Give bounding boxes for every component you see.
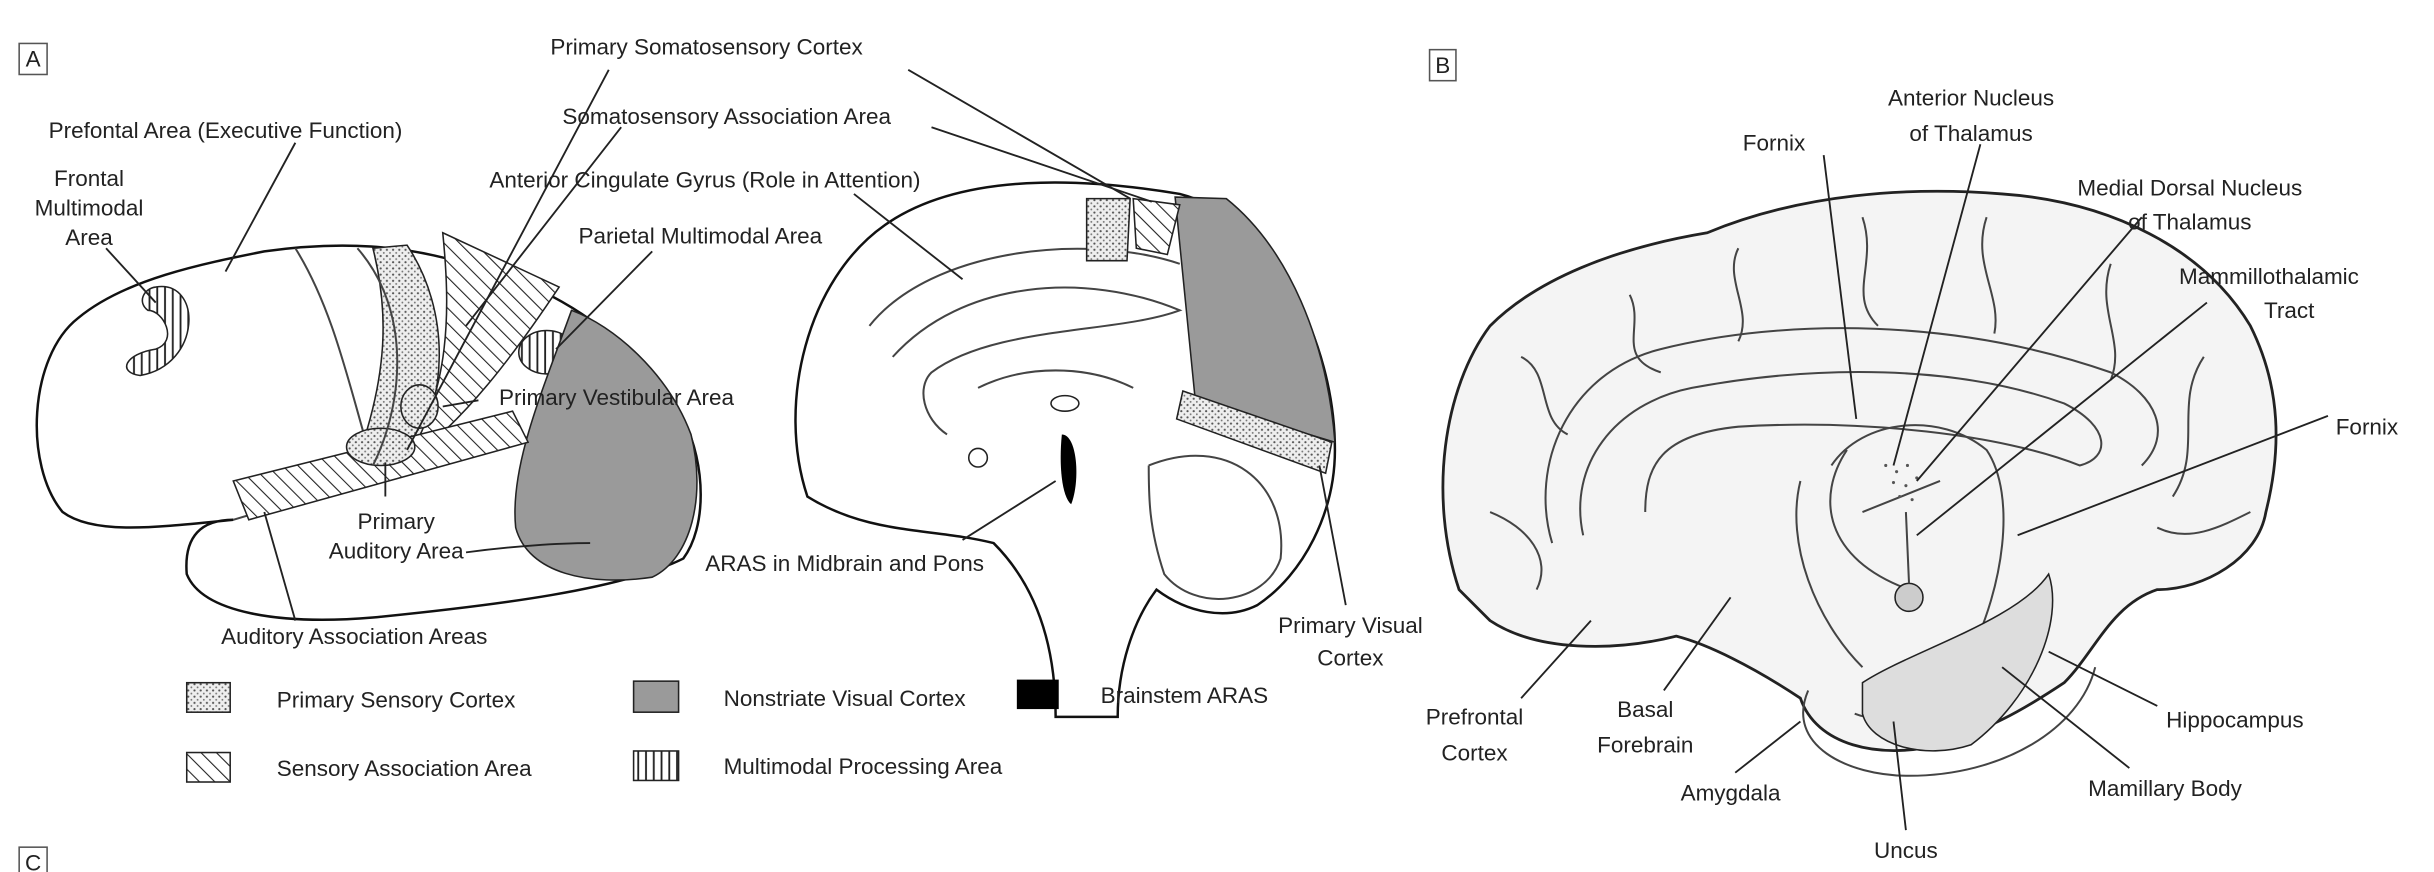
panel-b-leader-lines (1520, 144, 2329, 831)
legend-item-brainstem-aras: Brainstem ARAS (1016, 679, 1268, 710)
label-aras: ARAS in Midbrain and Pons (705, 551, 984, 576)
svg-text:B: B (1435, 53, 1450, 78)
panel-c-label: C (18, 846, 48, 872)
panel-b-label: B (1428, 48, 1457, 82)
svg-text:Nonstriate Visual Cortex: Nonstriate Visual Cortex (724, 686, 966, 711)
svg-text:Primary Sensory Cortex: Primary Sensory Cortex (277, 688, 516, 713)
label-mammillothalamic-1: Mammillothalamic (2179, 264, 2359, 289)
label-somatosensory-association-area: Somatosensory Association Area (562, 104, 891, 129)
legend-item-multimodal-processing: Multimodal Processing Area (632, 750, 1003, 782)
svg-text:Brainstem ARAS: Brainstem ARAS (1101, 683, 1268, 708)
label-primary-auditory-2: Auditory Area (329, 539, 464, 564)
label-fornix-top: Fornix (1743, 131, 1805, 156)
label-frontal-multimodal-1: Frontal (54, 166, 124, 191)
legend-item-primary-sensory: Primary Sensory Cortex (185, 681, 516, 713)
label-prefrontal-cortex-1: Prefrontal (1426, 705, 1523, 730)
legend-item-sensory-association: Sensory Association Area (185, 751, 532, 783)
label-frontal-multimodal-2: Multimodal (35, 196, 144, 221)
label-fornix-right: Fornix (2336, 414, 2398, 439)
label-mammillothalamic-2: Tract (2264, 298, 2315, 323)
label-amygdala: Amygdala (1681, 781, 1781, 806)
label-parietal-multimodal-area: Parietal Multimodal Area (578, 224, 822, 249)
label-primary-somatosensory-cortex: Primary Somatosensory Cortex (550, 34, 862, 59)
label-primary-auditory-1: Primary (357, 509, 435, 534)
legend: Primary Sensory Cortex Nonstriate Visual… (185, 679, 1268, 783)
label-primary-visual-1: Primary Visual (1278, 613, 1423, 638)
label-prefrontal-cortex-2: Cortex (1441, 740, 1507, 765)
label-basal-forebrain-1: Basal (1617, 697, 1673, 722)
label-uncus: Uncus (1874, 838, 1938, 863)
medial-brain-drawing (794, 181, 1337, 719)
svg-text:C: C (25, 850, 41, 872)
label-medial-dorsal-1: Medial Dorsal Nucleus (2077, 176, 2302, 201)
label-mamillary-body: Mamillary Body (2088, 776, 2242, 801)
label-hippocampus: Hippocampus (2166, 708, 2303, 733)
svg-text:Multimodal Processing Area: Multimodal Processing Area (724, 754, 1003, 779)
limbic-brain-drawing (1441, 189, 2278, 777)
lateral-brain-drawing (35, 231, 702, 621)
label-anterior-cingulate-gyrus: Anterior Cingulate Gyrus (Role in Attent… (489, 168, 920, 193)
svg-text:A: A (26, 47, 41, 72)
label-basal-forebrain-2: Forebrain (1597, 733, 1693, 758)
label-auditory-association-areas: Auditory Association Areas (221, 624, 487, 649)
legend-item-nonstriate-visual: Nonstriate Visual Cortex (632, 680, 966, 713)
panel-a-label: A (18, 42, 48, 76)
label-prefrontal-area: Prefontal Area (Executive Function) (49, 118, 403, 143)
label-primary-visual-2: Cortex (1317, 646, 1383, 671)
svg-text:Sensory Association Area: Sensory Association Area (277, 756, 532, 781)
label-medial-dorsal-2: of Thalamus (2128, 210, 2251, 235)
label-anterior-nucleus-1: Anterior Nucleus (1888, 86, 2054, 111)
label-anterior-nucleus-2: of Thalamus (1909, 121, 2032, 146)
label-primary-vestibular-area: Primary Vestibular Area (499, 385, 734, 410)
label-frontal-multimodal-3: Area (65, 225, 113, 250)
panel-a-leader-lines (105, 69, 1347, 621)
